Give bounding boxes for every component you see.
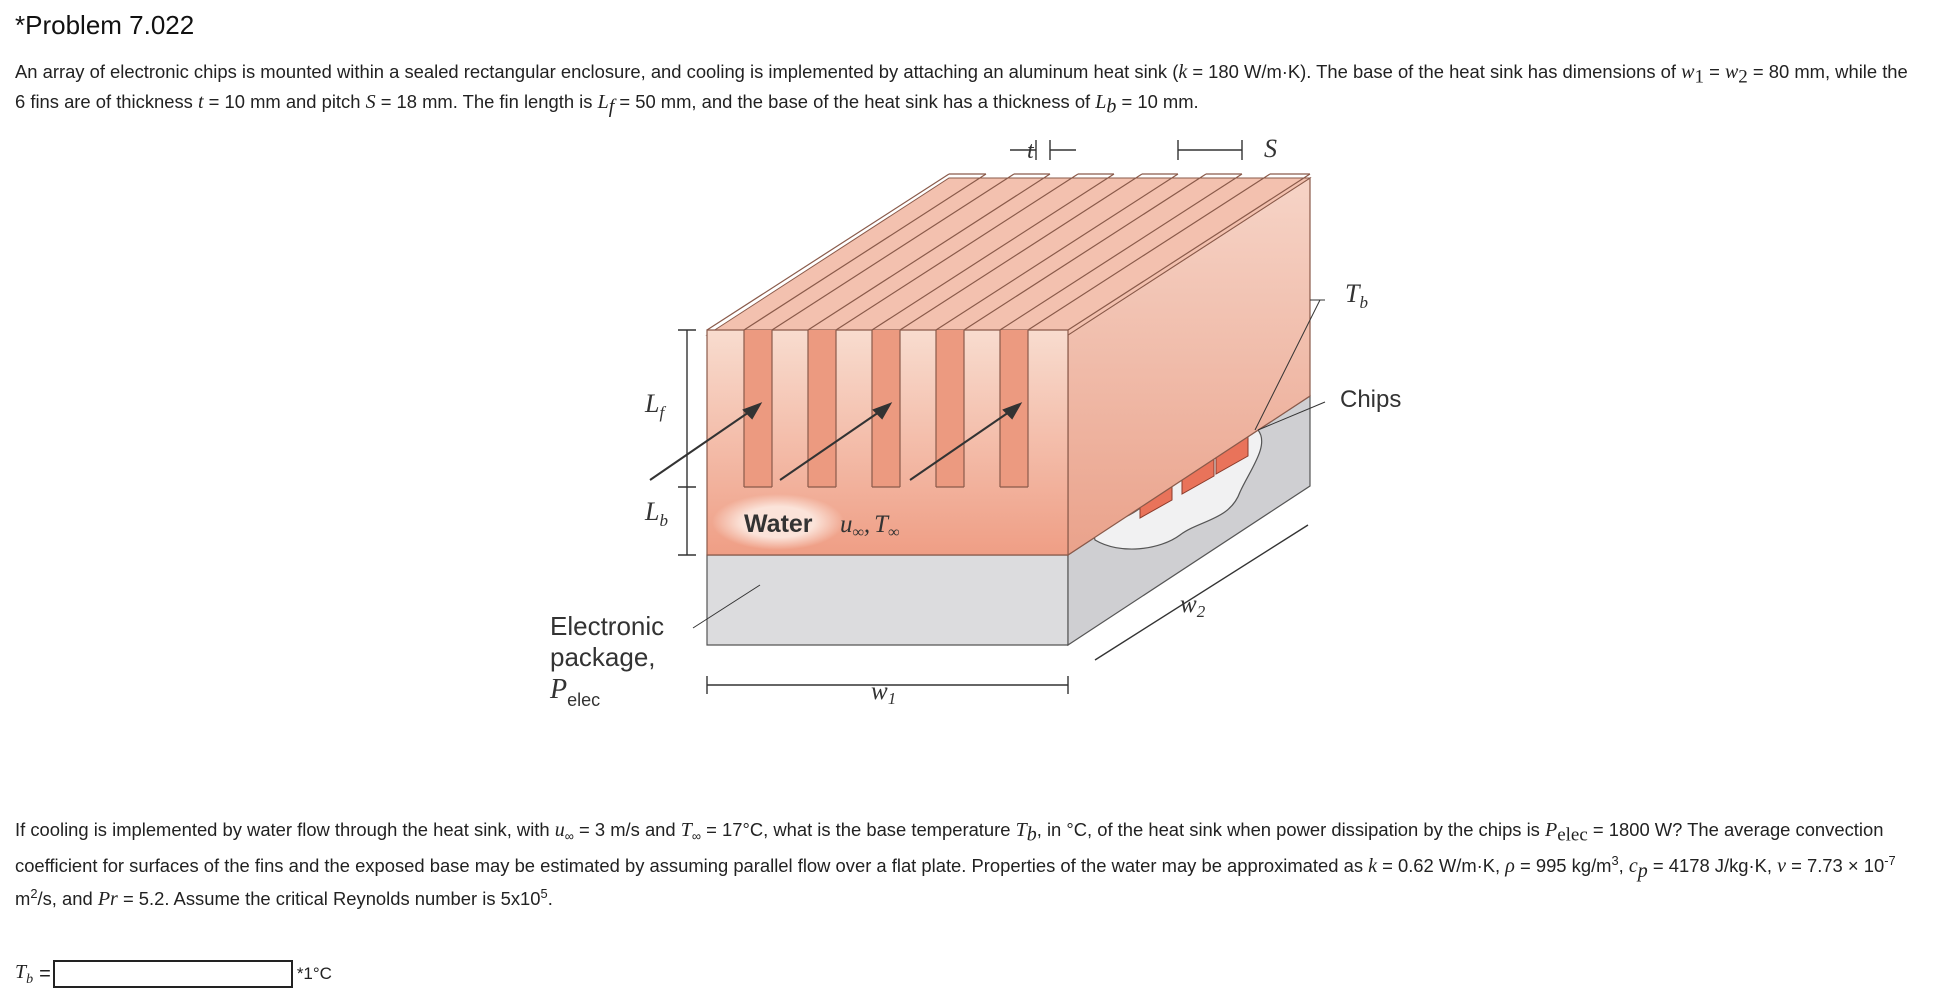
problem-title: *Problem 7.022	[15, 10, 195, 40]
label-w2: w2	[1180, 591, 1206, 621]
label-chips: Chips	[1340, 386, 1401, 413]
problem-statement: An array of electronic chips is mounted …	[15, 61, 1908, 118]
dimension-lines	[678, 140, 1309, 694]
label-u-inf-T-inf: u∞,T∞	[840, 511, 899, 541]
answer-input[interactable]	[52, 960, 293, 988]
label-water: Water	[744, 510, 813, 538]
heat-sink-diagram: t S Tb Chips Lf Lb Water u∞,T∞ Electroni…	[530, 128, 1470, 738]
label-t: t	[1027, 138, 1035, 164]
question-text: If cooling is implemented by water flow …	[15, 819, 1896, 911]
electronic-package	[706, 394, 1311, 647]
water-glow	[712, 494, 844, 550]
answer-variable: Tb	[15, 960, 34, 987]
leader-lines	[692, 299, 1326, 629]
label-Tb: Tb	[1345, 279, 1368, 312]
label-package: package,	[550, 642, 656, 672]
diagram-labels: t S Tb Chips Lf Lb Water u∞,T∞ Electroni…	[549, 134, 1401, 710]
answer-unit: *1°C	[296, 964, 332, 983]
answer-row: Tb = *1°C	[15, 958, 332, 990]
label-pelec: Pelec	[549, 674, 600, 710]
label-Lf: Lf	[644, 389, 666, 422]
label-S: S	[1264, 134, 1277, 163]
label-electronic: Electronic	[550, 611, 664, 641]
flow-arrows	[649, 402, 1023, 481]
label-w1: w1	[871, 678, 896, 708]
label-Lb: Lb	[644, 497, 668, 530]
answer-equals: =	[39, 962, 51, 985]
